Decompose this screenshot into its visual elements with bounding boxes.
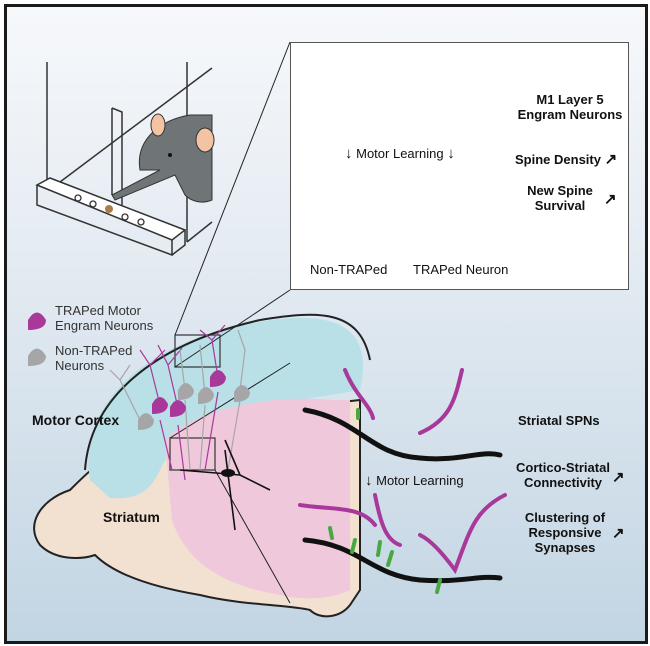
down-arrow-icon: ↓ [345,145,353,162]
up-arrow-icon: ↗ [612,469,625,486]
cortex-zoom-box [174,334,221,368]
spn-soma [221,469,235,477]
mouse-icon [111,113,215,203]
food-pellet-icon [105,205,113,213]
caption-non-traped: Non-TRAPed [310,262,388,277]
legend-traped: TRAPed Motor Engram Neurons [55,303,154,333]
caption-traped-neuron: TRAPed Neuron [413,262,509,277]
new-spine-survival-metric: New Spine Survival [527,183,593,213]
traped-legend-icon [28,312,46,330]
cortex-outline [84,313,371,471]
top-panel [290,42,629,290]
top-step-label: ↓ Motor Learning ↓ [345,145,455,162]
striatal-spns-heading: Striatal SPNs [518,413,600,428]
cortical-neurons [109,324,271,531]
striatum-region [165,398,350,599]
striatum-label: Striatum [103,509,160,525]
legend-non-traped: Non-TRAPed Neurons [55,343,133,373]
up-arrow-icon: ↗ [612,525,625,542]
non-traped-legend-icon [28,348,46,366]
traped-somas [152,370,226,417]
bottom-dendrites [298,368,507,594]
up-arrow-icon: ↗ [604,151,618,168]
top-panel-heading: M1 Layer 5 Engram Neurons [517,92,623,122]
connectivity-metric: Cortico-Striatal Connectivity [516,460,610,490]
motor-cortex-region [88,317,364,499]
bottom-step-label: ↓ Motor Learning [365,472,464,489]
down-arrow-icon: ↓ [447,145,455,162]
striatum-zoom-box [169,437,216,471]
spine-density-metric: Spine Density ↗ [515,151,618,168]
down-arrow-icon: ↓ [365,472,373,489]
up-arrow-icon: ↗ [604,191,617,208]
motor-cortex-label: Motor Cortex [32,412,120,428]
clustering-metric: Clustering of Responsive Synapses [524,510,606,555]
non-traped-somas [138,383,250,430]
pellet-holes [74,194,145,226]
